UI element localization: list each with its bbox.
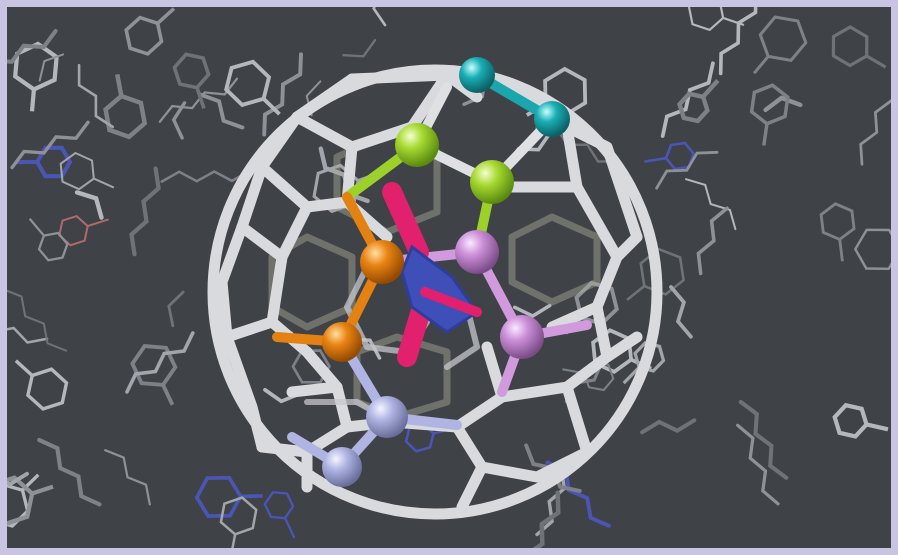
background-chain (7, 471, 29, 487)
background-bond (762, 123, 769, 146)
background-ring (639, 247, 685, 296)
background-bond (156, 7, 176, 25)
background-bond (93, 177, 115, 189)
background-bond (722, 16, 745, 27)
background-ring (758, 15, 808, 63)
background-bond (865, 54, 887, 69)
background-bond (701, 79, 720, 99)
background-bond (195, 87, 206, 110)
background-chain (738, 399, 789, 480)
background-chain (640, 418, 697, 435)
background-chain (37, 437, 102, 507)
background-bond (115, 73, 124, 97)
background-chain (125, 331, 195, 394)
background-bond (866, 422, 889, 432)
background-chain (167, 290, 185, 328)
background-ring (103, 93, 148, 140)
background-bond (644, 156, 667, 163)
background-bond (262, 97, 281, 116)
background-bond (29, 89, 37, 112)
background-chain (74, 190, 104, 220)
background-ring (194, 475, 243, 518)
background-chain (7, 289, 68, 352)
background-ring (124, 15, 164, 56)
background-bond (838, 239, 844, 262)
background-chain (160, 169, 251, 183)
encapsulated-cluster (272, 57, 592, 487)
background-ring (130, 343, 178, 387)
background-chain (669, 285, 693, 339)
background-bond (231, 534, 237, 548)
background-chain (104, 449, 151, 506)
background-ring (58, 214, 89, 247)
background-chain (660, 61, 715, 138)
background-ring (853, 228, 891, 271)
background-chain (718, 7, 758, 76)
background-bond (31, 484, 54, 496)
background-chain (372, 7, 387, 27)
background-ring (172, 52, 211, 90)
background-ring (687, 7, 725, 32)
background-ring (831, 25, 869, 68)
background-chain (7, 326, 49, 344)
background-chain (7, 28, 58, 64)
background-chain (77, 63, 115, 129)
background-ring (677, 91, 710, 124)
background-bond (28, 218, 45, 237)
background-chain (198, 92, 245, 130)
background-chain (171, 101, 187, 140)
background-chain (763, 95, 803, 113)
background-ring (26, 367, 69, 411)
background-chain (535, 466, 567, 537)
background-bond (87, 218, 109, 228)
background-bond (626, 285, 646, 301)
background-bond (14, 359, 34, 377)
background-chain (129, 166, 161, 257)
background-ring (219, 496, 258, 536)
background-bond (622, 366, 641, 385)
background-chain (38, 53, 65, 82)
background-ring (7, 484, 30, 528)
background-ring (832, 402, 869, 439)
background-ring (7, 475, 35, 526)
background-chain (532, 490, 561, 548)
background-chain (262, 52, 303, 137)
background-chain (10, 120, 90, 170)
background-bond (752, 55, 770, 75)
background-ring (263, 491, 295, 520)
background-chain (512, 303, 552, 318)
background-chain (736, 423, 780, 506)
background-chain (696, 206, 729, 276)
background-ring (224, 59, 272, 108)
background-ring (819, 202, 856, 242)
background-ring (37, 231, 69, 262)
background-bond (283, 517, 296, 539)
molecule-render (7, 7, 891, 548)
background-chain (342, 38, 377, 58)
background-chain (859, 99, 891, 166)
background-bond (161, 384, 175, 406)
background-chain (655, 150, 719, 190)
background-ring (59, 151, 95, 191)
background-ring (633, 341, 666, 373)
background-chain (684, 178, 737, 231)
